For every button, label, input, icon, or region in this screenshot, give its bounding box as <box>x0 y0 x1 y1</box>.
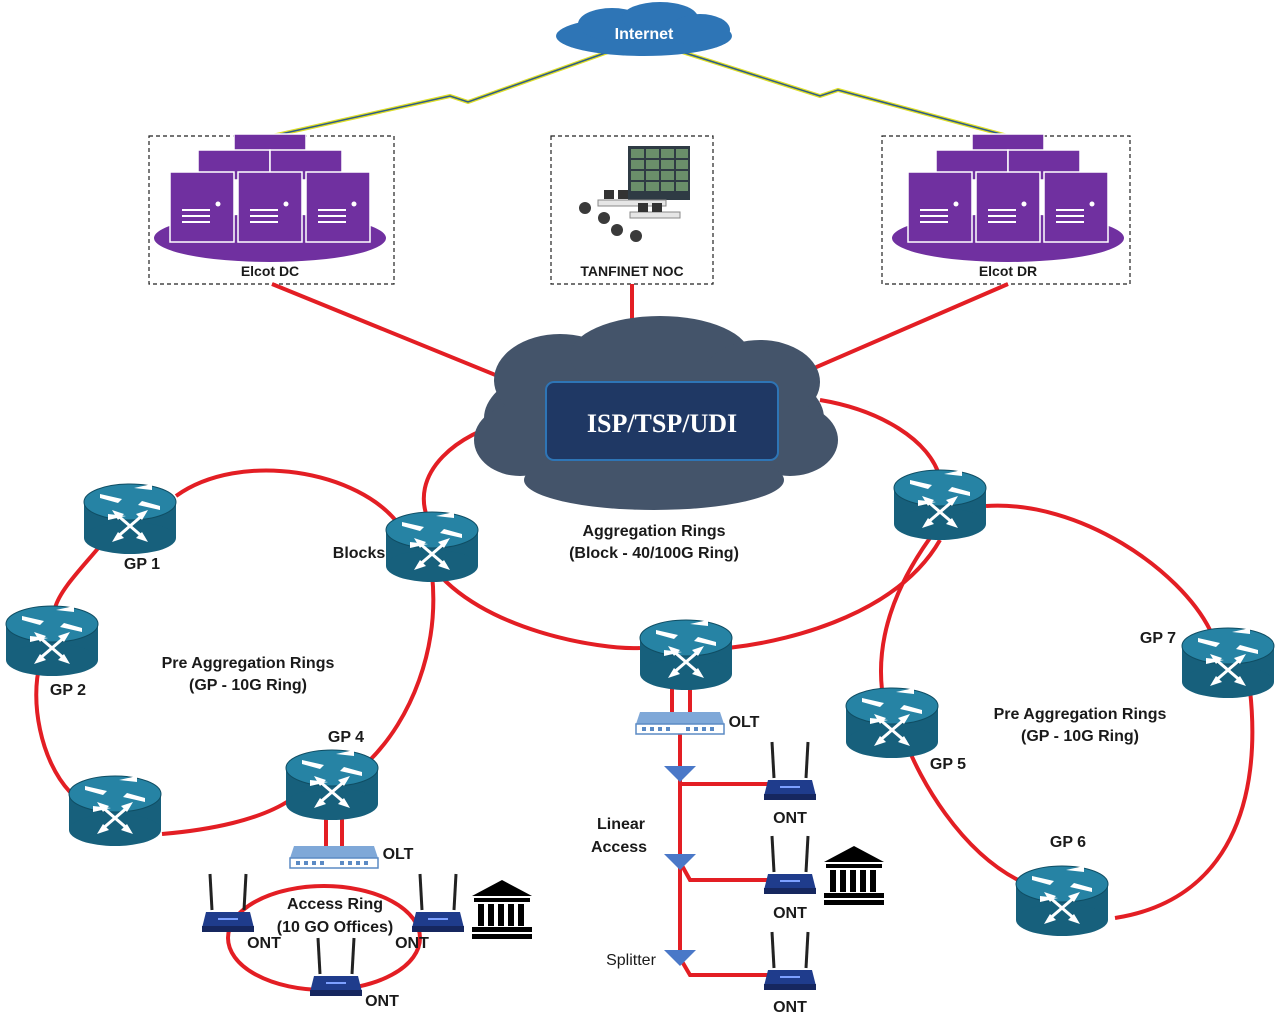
olt-center-label: OLT <box>729 714 760 731</box>
router-olt-center <box>638 618 734 692</box>
aggregation-label-1: Aggregation Rings <box>582 523 725 540</box>
linear-access-label-1: Linear <box>597 816 645 833</box>
olt-left <box>289 845 379 869</box>
router-gp3 <box>67 774 163 848</box>
router-gp2 <box>4 604 100 678</box>
ont-ring-right <box>410 872 466 934</box>
internet-links <box>271 50 1009 138</box>
aggregation-label-2: (Block - 40/100G Ring) <box>569 545 739 562</box>
pre-agg-right-label-2: (GP - 10G Ring) <box>1021 728 1139 745</box>
ont-linear-2-label: ONT <box>773 905 807 922</box>
internet-label: Internet <box>615 26 674 43</box>
pre-agg-right-label-1: Pre Aggregation Rings <box>994 706 1167 723</box>
splitters <box>664 766 696 966</box>
ont-ring-left <box>200 872 256 934</box>
olt-center <box>635 711 725 735</box>
govt-building-icon <box>472 880 532 939</box>
labels: Aggregation Rings (Block - 40/100G Ring)… <box>50 523 1176 1016</box>
ont-ring-bottom <box>308 936 364 998</box>
gp2-label: GP 2 <box>50 682 86 699</box>
ont-linear-3-label: ONT <box>773 999 807 1016</box>
router-gp1 <box>82 482 178 556</box>
site-elcot-dr: Elcot DR <box>881 133 1131 285</box>
elcot-dc-label: Elcot DC <box>241 263 299 279</box>
gp6-label: GP 6 <box>1050 834 1086 851</box>
ont-ring-bottom-label: ONT <box>365 993 399 1010</box>
ont-linear-1-label: ONT <box>773 810 807 827</box>
ont-linear-1 <box>762 740 818 802</box>
site-elcot-dc: Elcot DC <box>148 133 395 285</box>
blocks-label: Blocks <box>333 545 386 562</box>
ont-ring-left-label: ONT <box>247 935 281 952</box>
noc-desks <box>579 190 681 242</box>
gp4-label: GP 4 <box>328 729 364 746</box>
pre-agg-left-label-2: (GP - 10G Ring) <box>189 677 307 694</box>
router-gp7 <box>1180 626 1276 700</box>
elcot-dr-label: Elcot DR <box>979 263 1037 279</box>
olt-left-label: OLT <box>383 846 414 863</box>
router-gp6 <box>1014 864 1110 938</box>
pre-agg-left-label-1: Pre Aggregation Rings <box>162 655 335 672</box>
noc-video-wall <box>628 146 690 200</box>
gp7-label: GP 7 <box>1140 630 1176 647</box>
tanfinet-noc-label: TANFINET NOC <box>580 263 683 279</box>
ont-ring-right-label: ONT <box>395 935 429 952</box>
linear-access-label-2: Access <box>591 839 647 856</box>
core-label: ISP/TSP/UDI <box>587 409 737 438</box>
core-cloud: ISP/TSP/UDI <box>474 316 838 510</box>
site-tanfinet-noc: TANFINET NOC <box>550 135 714 285</box>
router-gp4 <box>284 748 380 822</box>
access-ring-label-2: (10 GO Offices) <box>277 919 393 936</box>
access-ring-label-1: Access Ring <box>287 896 383 913</box>
ont-linear-2 <box>762 834 818 896</box>
ont-linear-3 <box>762 930 818 992</box>
govt-building-icon <box>824 846 884 905</box>
router-blocks <box>384 510 480 584</box>
splitter-label: Splitter <box>606 952 656 969</box>
internet-cloud: Internet <box>556 2 732 56</box>
router-gp5 <box>844 686 940 760</box>
gp1-label: GP 1 <box>124 556 160 573</box>
gp5-label: GP 5 <box>930 756 966 773</box>
router-east-agg <box>892 468 988 542</box>
